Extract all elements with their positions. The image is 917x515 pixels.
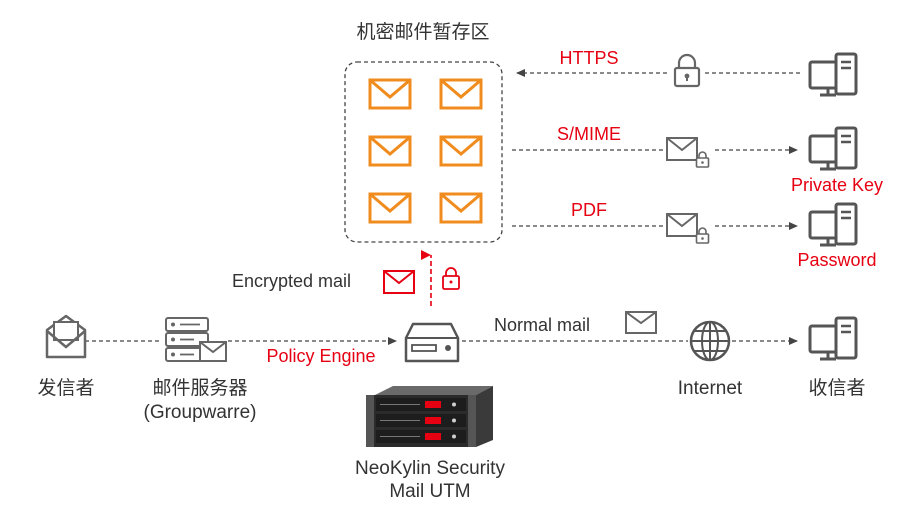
mail-server-sublabel: (Groupwarre) bbox=[144, 402, 257, 423]
sender-label: 发信者 bbox=[37, 377, 94, 399]
client-computer-icon bbox=[808, 202, 858, 247]
quarantine-envelope-icon bbox=[439, 135, 483, 167]
encrypted-envelope-icon bbox=[664, 134, 712, 168]
pdf-label: PDF bbox=[571, 200, 607, 220]
quarantine-envelope-icon bbox=[368, 192, 412, 224]
receiver-label: 收信者 bbox=[808, 377, 865, 399]
quarantine-envelope-icon bbox=[368, 78, 412, 110]
gateway-device-icon bbox=[404, 322, 460, 363]
normal-mail-label: Normal mail bbox=[494, 315, 590, 335]
smime-label: S/MIME bbox=[557, 124, 621, 144]
utm-label-line2: Mail UTM bbox=[389, 481, 470, 502]
private-key-label: Private Key bbox=[791, 175, 883, 195]
globe-icon bbox=[689, 320, 731, 362]
quarantine-zone bbox=[344, 61, 503, 243]
lock-icon bbox=[670, 53, 704, 91]
encrypted-envelope-icon bbox=[664, 210, 712, 244]
encrypted-mail-lock-icon bbox=[442, 267, 460, 290]
encrypted-mail-label: Encrypted mail bbox=[232, 271, 351, 291]
mail-server-icon bbox=[165, 317, 227, 362]
quarantine-envelope-icon bbox=[439, 78, 483, 110]
normal-mail-envelope-icon bbox=[625, 311, 657, 334]
mail-server-label: 邮件服务器 bbox=[152, 377, 247, 399]
encrypted-mail-envelope-icon bbox=[383, 270, 415, 294]
https-label: HTTPS bbox=[559, 48, 618, 68]
client-computer-icon bbox=[808, 52, 858, 97]
quarantine-envelope-icon bbox=[368, 135, 412, 167]
receiver-computer-icon bbox=[808, 316, 858, 361]
open-envelope-icon bbox=[45, 314, 87, 359]
quarantine-title: 机密邮件暂存区 bbox=[356, 21, 489, 43]
utm-appliance-image bbox=[366, 386, 493, 447]
password-label: Password bbox=[797, 250, 876, 270]
quarantine-envelope-icon bbox=[439, 192, 483, 224]
internet-label: Internet bbox=[678, 378, 743, 399]
client-computer-icon bbox=[808, 126, 858, 171]
utm-label-line1: NeoKylin Security bbox=[355, 458, 505, 479]
policy-engine-label: Policy Engine bbox=[266, 346, 375, 366]
